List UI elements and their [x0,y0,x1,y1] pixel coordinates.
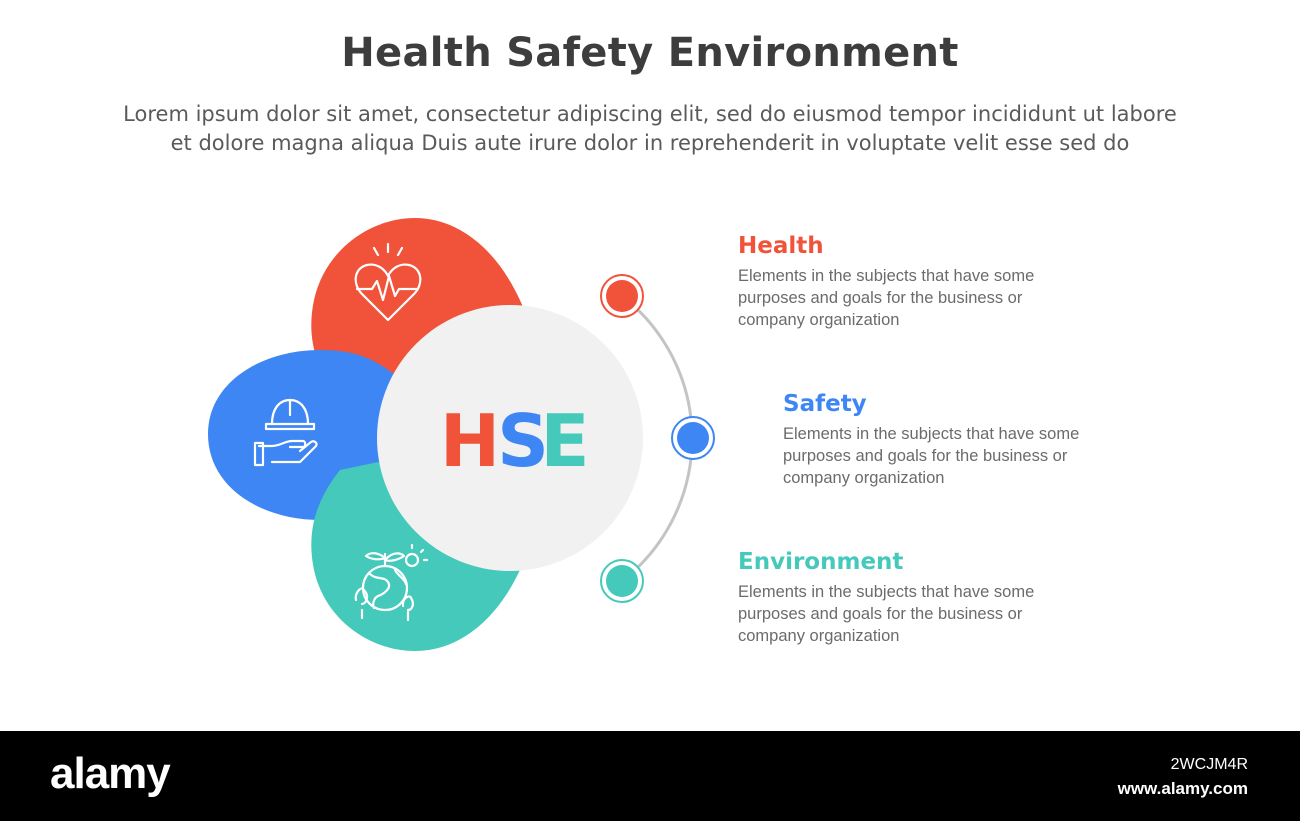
environment-title: Environment [738,549,904,575]
center-letter-h: H [440,399,500,483]
environment-description: Elements in the subjects that have some … [738,583,1035,645]
safety-title: Safety [783,391,867,417]
center-letter-e: E [540,399,589,483]
watermark-footer: alamy 2WCJM4R www.alamy.com [0,731,1300,821]
footer-info: 2WCJM4R www.alamy.com [1118,753,1248,801]
eco-globe-icon [354,543,429,622]
subtitle-line-2: et dolore magna aliqua Duis aute irure d… [170,131,1130,155]
health-title: Health [738,233,824,259]
health-description: Elements in the subjects that have some … [738,267,1035,329]
footer-site: www.alamy.com [1117,779,1248,798]
environment-node [600,559,644,603]
health-item: Health Elements in the subjects that hav… [738,233,1098,331]
health-node [600,274,644,318]
subtitle-line-1: Lorem ipsum dolor sit amet, consectetur … [123,102,1177,126]
hse-diagram: H S E [208,218,715,651]
center-letter-s: S [497,399,549,483]
safety-item: Safety Elements in the subjects that hav… [783,391,1143,489]
helmet-hand-icon [253,398,318,467]
environment-item: Environment Elements in the subjects tha… [738,549,1098,647]
heart-pulse-icon [354,242,422,322]
center-circle [377,305,643,571]
footer-image-id: 2WCJM4R [1170,756,1248,773]
page-subtitle: Lorem ipsum dolor sit amet, consectetur … [40,100,1260,158]
footer-logo: alamy [50,749,171,798]
page-title: Health Safety Environment [341,30,959,76]
safety-node [671,416,715,460]
safety-description: Elements in the subjects that have some … [783,425,1080,487]
